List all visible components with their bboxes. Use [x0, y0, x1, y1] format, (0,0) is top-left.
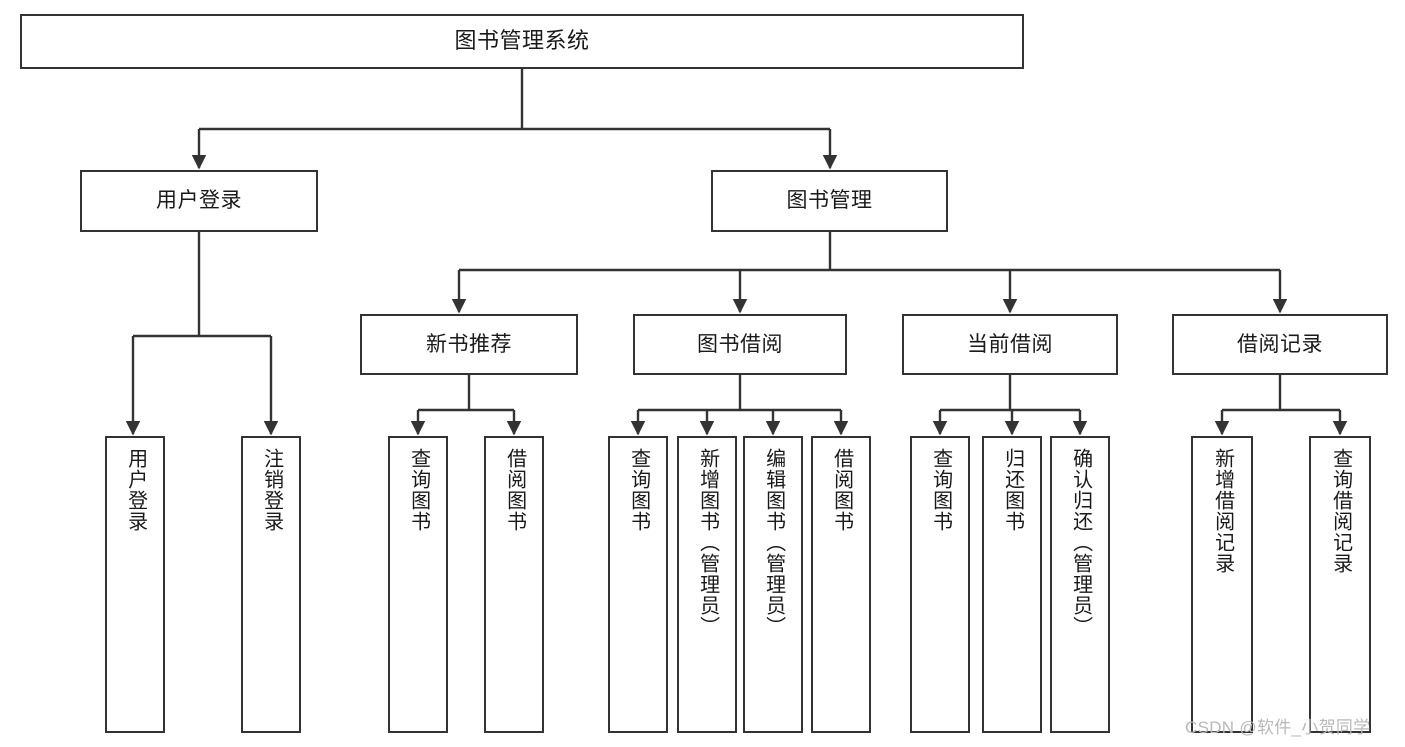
- node-label: 借阅图书: [503, 448, 526, 532]
- node-leaf-return-book[interactable]: 归还图书: [982, 436, 1042, 733]
- node-leaf-add-book-admin[interactable]: 新增图书（管理员）: [677, 436, 737, 733]
- node-label: 用户登录: [156, 189, 242, 213]
- node-book-borrow[interactable]: 图书借阅: [633, 314, 847, 375]
- node-leaf-query-book-1[interactable]: 查询图书: [388, 436, 448, 733]
- node-label: 新增图书（管理员）: [696, 448, 719, 637]
- node-label: 用户登录: [124, 448, 147, 532]
- node-leaf-query-book-2[interactable]: 查询图书: [608, 436, 668, 733]
- node-leaf-user-login[interactable]: 用户登录: [105, 436, 165, 733]
- node-label: 借阅记录: [1237, 332, 1323, 356]
- node-label: 查询图书: [407, 448, 430, 532]
- node-label: 图书借阅: [697, 332, 783, 356]
- node-leaf-add-borrow-record[interactable]: 新增借阅记录: [1191, 436, 1253, 733]
- node-leaf-borrow-book-1[interactable]: 借阅图书: [484, 436, 544, 733]
- node-leaf-query-book-3[interactable]: 查询图书: [910, 436, 970, 733]
- node-leaf-edit-book-admin[interactable]: 编辑图书（管理员）: [743, 436, 803, 733]
- node-borrow-record[interactable]: 借阅记录: [1172, 314, 1388, 375]
- node-leaf-query-borrow-record[interactable]: 查询借阅记录: [1309, 436, 1371, 733]
- node-label: 注销登录: [260, 448, 283, 532]
- csdn-watermark: CSDN @软件_小贺同学: [1185, 718, 1371, 737]
- node-label: 查询借阅记录: [1329, 448, 1352, 574]
- node-label: 查询图书: [929, 448, 952, 532]
- node-book-manage[interactable]: 图书管理: [711, 170, 948, 232]
- node-leaf-logout-login[interactable]: 注销登录: [241, 436, 301, 733]
- node-label: 图书管理系统: [454, 28, 590, 54]
- node-label: 借阅图书: [830, 448, 853, 532]
- node-user-login[interactable]: 用户登录: [80, 170, 318, 232]
- node-label: 图书管理: [786, 189, 873, 213]
- node-label: 新书推荐: [426, 332, 512, 356]
- node-label: 查询图书: [627, 448, 650, 532]
- node-root-system[interactable]: 图书管理系统: [20, 14, 1024, 69]
- node-label: 编辑图书（管理员）: [762, 448, 785, 637]
- node-label: 确认归还（管理员）: [1069, 448, 1092, 637]
- node-label: 新增借阅记录: [1211, 448, 1234, 574]
- node-leaf-borrow-book-2[interactable]: 借阅图书: [811, 436, 871, 733]
- node-current-borrow[interactable]: 当前借阅: [902, 314, 1118, 375]
- node-label: 归还图书: [1001, 448, 1024, 532]
- node-leaf-confirm-return[interactable]: 确认归还（管理员）: [1050, 436, 1110, 733]
- node-new-book-recommend[interactable]: 新书推荐: [360, 314, 578, 375]
- node-label: 当前借阅: [967, 332, 1053, 356]
